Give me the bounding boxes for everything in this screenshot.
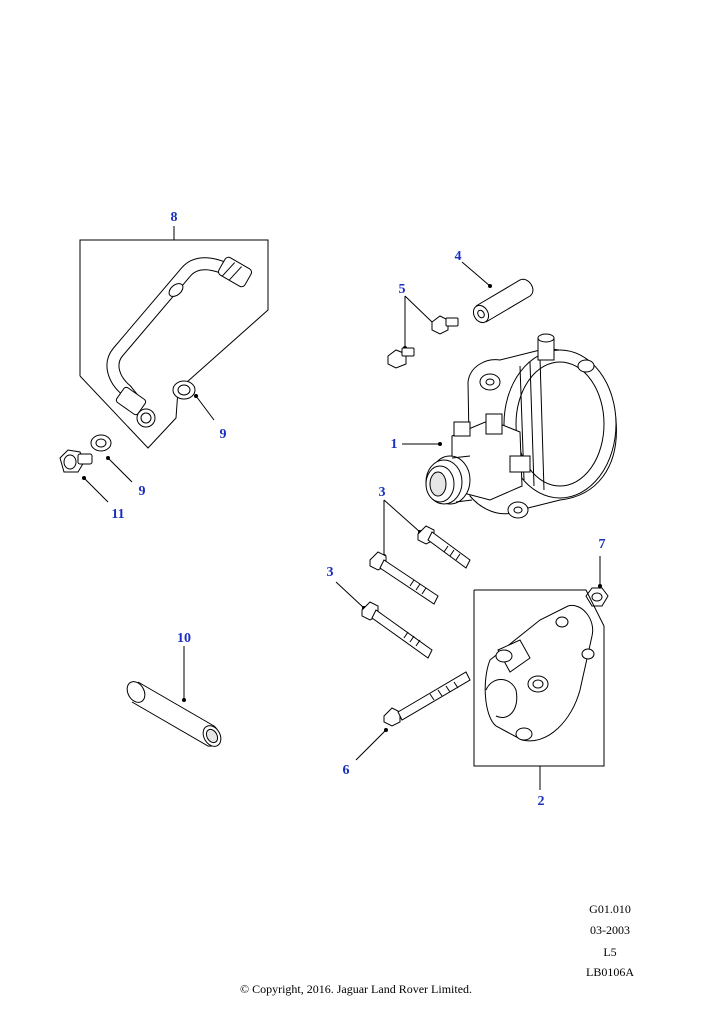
part-9-sealing-washer-upper[interactable] <box>173 381 214 420</box>
copyright-notice: © Copyright, 2016. Jaguar Land Rover Lim… <box>239 982 473 996</box>
diagram-ref: LB0106A <box>586 965 634 979</box>
diagram-code: G01.010 <box>589 902 631 916</box>
part-9-sealing-washer-lower[interactable] <box>91 435 132 482</box>
callout-labels: 8 4 5 9 1 9 11 3 7 3 10 6 2 <box>111 210 605 809</box>
part-1-alternator[interactable] <box>402 334 616 518</box>
callout-9-upper: 9 <box>220 427 227 442</box>
diagram-date: 03-2003 <box>590 923 630 937</box>
part-6-long-bolt[interactable] <box>356 672 470 760</box>
callout-8: 8 <box>171 210 178 225</box>
callout-9-lower: 9 <box>139 484 146 499</box>
callout-2: 2 <box>538 794 545 809</box>
callout-4: 4 <box>455 249 462 264</box>
part-3-long-bolts[interactable] <box>336 500 470 658</box>
callout-3-lower: 3 <box>327 565 334 580</box>
part-10-sleeve-tube[interactable] <box>124 646 225 750</box>
part-7-nut[interactable] <box>586 556 608 606</box>
callout-6: 6 <box>343 763 350 778</box>
part-4-dowel-sleeve[interactable] <box>462 262 533 325</box>
callout-10: 10 <box>177 631 191 646</box>
part-5-bolts[interactable] <box>388 296 458 368</box>
callout-11: 11 <box>111 507 124 522</box>
callout-5: 5 <box>399 282 406 297</box>
diagram-level: L5 <box>603 945 617 959</box>
callout-7: 7 <box>599 537 606 552</box>
part-2-mounting-bracket[interactable] <box>473 589 605 790</box>
part-11-banjo-bolt[interactable] <box>60 450 108 502</box>
part-8-oil-pipe[interactable] <box>79 226 269 449</box>
callout-3-upper: 3 <box>379 485 386 500</box>
callout-1: 1 <box>391 437 398 452</box>
